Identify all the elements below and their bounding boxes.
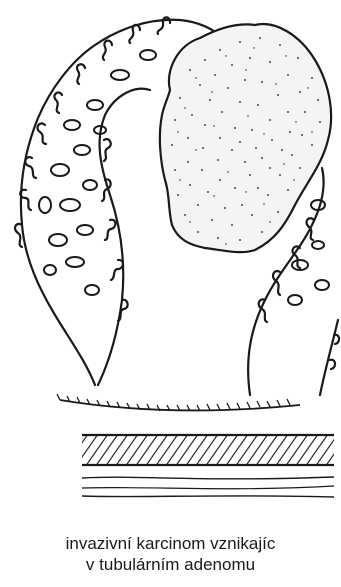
muscularis-layer [82,435,334,465]
caption-line-2: v tubulárním adenomu [0,554,341,575]
left-gland-loops [39,50,156,295]
figure-caption: invazivní karcinom vznikajíc v tubulární… [0,533,341,575]
mucosal-base-lines [57,394,300,411]
serosa-lines [82,477,334,497]
caption-line-1: invazivní karcinom vznikajíc [0,533,341,554]
carcinoma-mass [160,24,331,252]
adenoma-carcinoma-drawing [0,0,341,520]
